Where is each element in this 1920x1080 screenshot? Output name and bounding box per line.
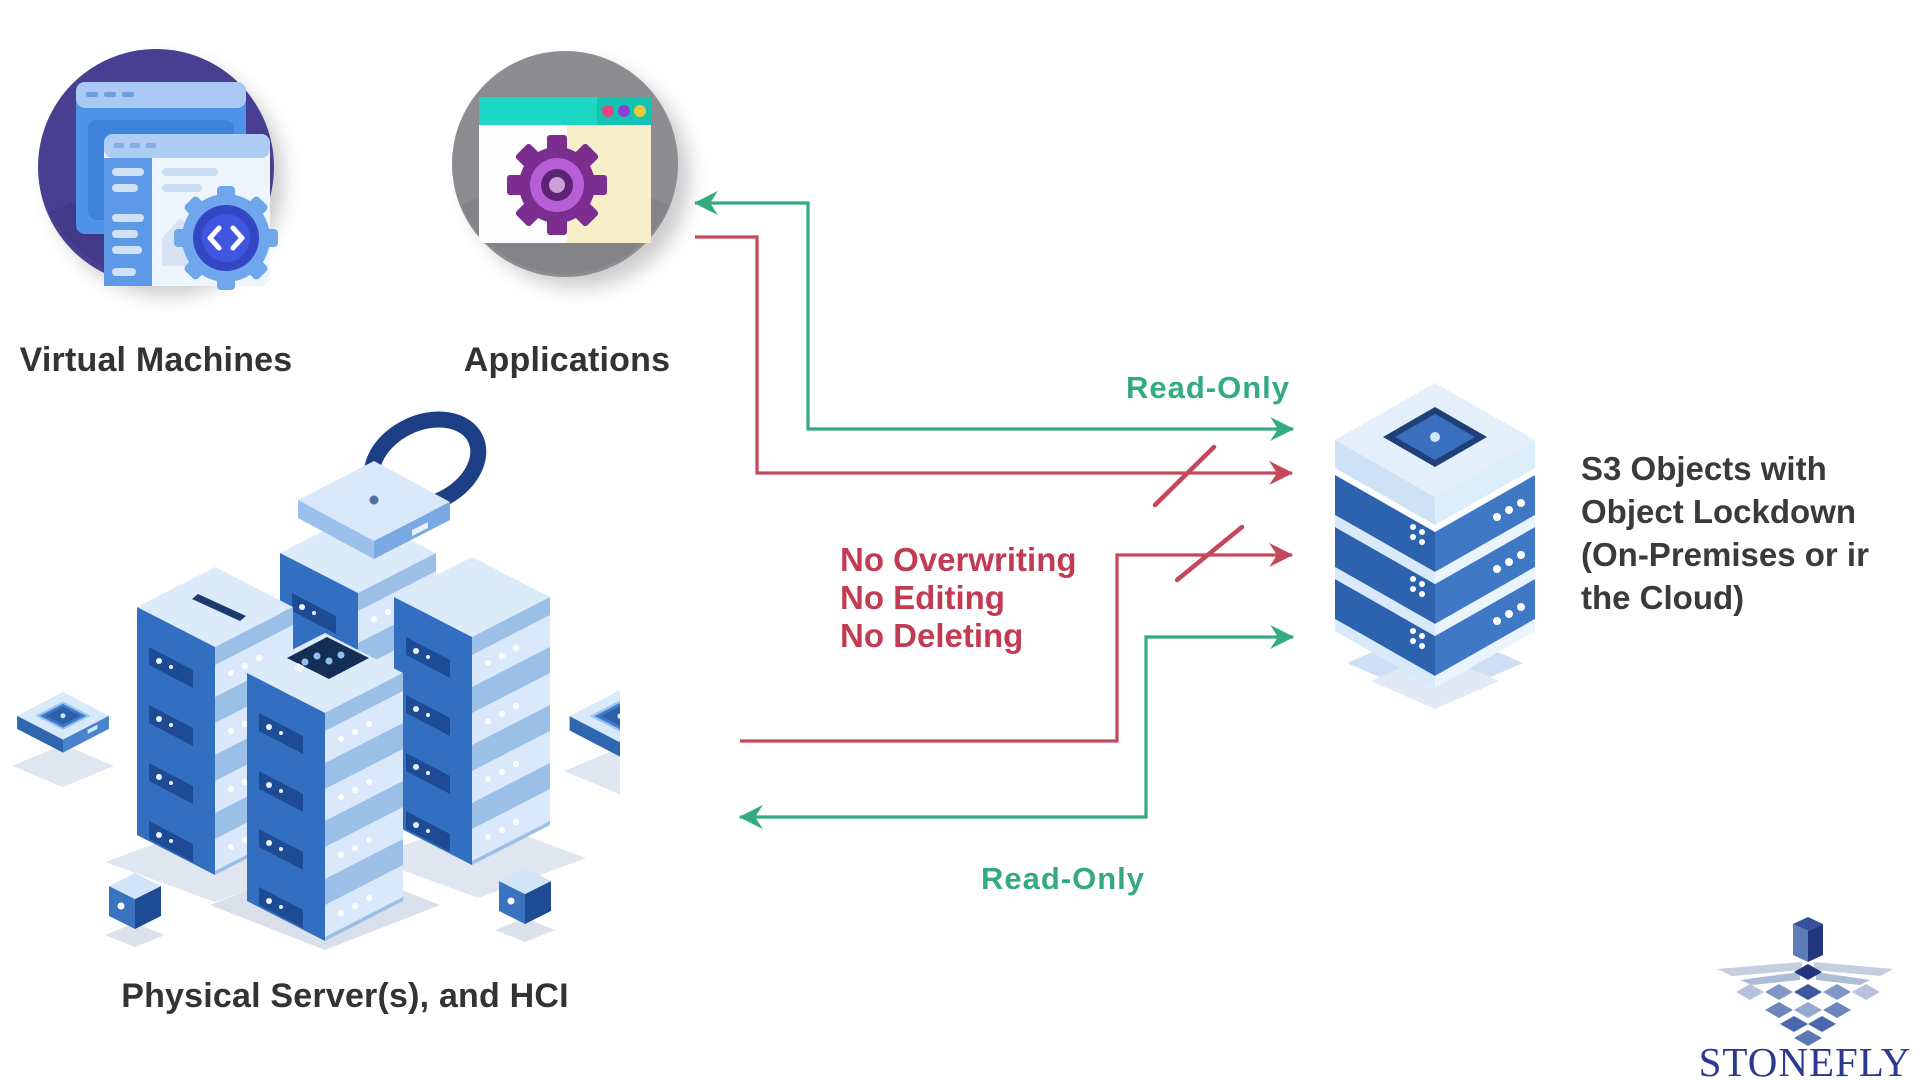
virtual-machines-icon [38, 49, 278, 290]
s3-caption-line: (On-Premises or ir [1581, 536, 1869, 573]
physical-servers-label: Physical Server(s), and HCI [121, 977, 569, 1015]
restrictions-text: No Overwriting No Editing No Deleting [840, 541, 1077, 655]
s3-caption-line: S3 Objects with [1581, 450, 1827, 487]
code-gear-icon [174, 186, 278, 290]
padlock-body [298, 461, 450, 559]
stonefly-cube-pyramid-icon [1717, 917, 1893, 1046]
blocked-slash-bottom [1174, 524, 1245, 583]
s3-caption-line: Object Lockdown [1581, 493, 1857, 530]
stonefly-logo: STONEFLY [1699, 917, 1912, 1080]
read-only-label-top: Read-Only [1125, 370, 1291, 405]
read-only-arrow-top [693, 191, 1295, 441]
read-only-label-bottom: Read-Only [980, 861, 1146, 896]
virtual-machines-label: Virtual Machines [19, 341, 293, 379]
restriction-line: No Deleting [840, 617, 1024, 654]
restriction-line: No Editing [840, 579, 1005, 616]
restriction-line: No Overwriting [840, 541, 1077, 578]
blocked-write-arrow-top [695, 235, 1294, 485]
physical-servers-icon [11, 411, 620, 950]
applications-icon [452, 51, 678, 277]
stonefly-wordmark: STONEFLY [1699, 1039, 1912, 1080]
read-only-arrow-bottom [738, 625, 1295, 829]
s3-caption-line: the Cloud) [1581, 579, 1745, 616]
blocked-slash-top [1152, 444, 1217, 508]
s3-caption: S3 Objects with Object Lockdown (On-Prem… [1581, 447, 1920, 619]
applications-label: Applications [463, 341, 671, 379]
settings-gear-icon [507, 135, 607, 235]
s3-storage-icon [1335, 383, 1535, 709]
